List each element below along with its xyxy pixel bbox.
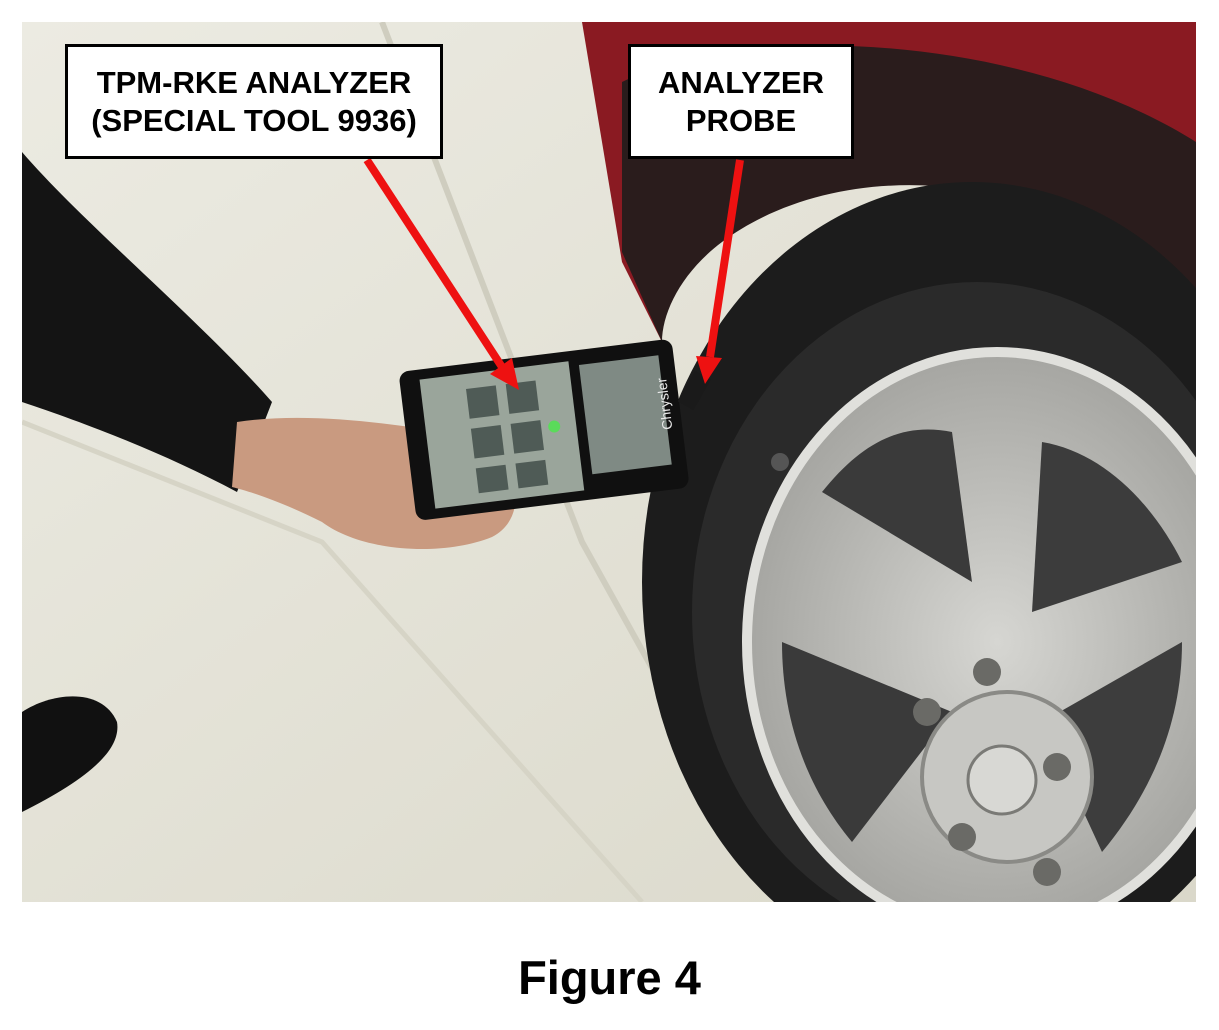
callout-analyzer-label: TPM-RKE ANALYZER (SPECIAL TOOL 9936): [65, 44, 443, 159]
lug-nut: [948, 823, 976, 851]
lug-nut: [1033, 858, 1061, 886]
valve-stem: [771, 453, 789, 471]
callout-probe-line2: PROBE: [685, 102, 797, 138]
device-brand-text: Chrysler: [653, 377, 675, 431]
figure-caption: Figure 4: [518, 951, 701, 1004]
lug-nut: [1043, 753, 1071, 781]
callout-analyzer-line2: (SPECIAL TOOL 9936): [91, 102, 417, 138]
floor-seam: [22, 419, 644, 902]
wheel-pocket: [1032, 442, 1182, 612]
callout-probe-line1: ANALYZER: [658, 64, 824, 100]
arm-sleeve: [22, 152, 272, 492]
arrow-analyzer: [363, 157, 519, 390]
wheel-pocket: [822, 429, 972, 582]
wheel-pocket: [782, 642, 952, 842]
callout-probe-label: ANALYZER PROBE: [628, 44, 854, 159]
analyzer-device: Chrysler: [399, 339, 689, 520]
lug-nut: [973, 658, 1001, 686]
analyzer-probe: [677, 370, 711, 411]
center-cap: [966, 744, 1038, 816]
wheel-pocket: [1042, 642, 1182, 852]
shoe: [22, 696, 118, 812]
callout-analyzer-line1: TPM-RKE ANALYZER: [96, 64, 412, 100]
wheel-rim-lip: [742, 347, 1196, 902]
lug-nut: [913, 698, 941, 726]
arrow-probe: [696, 159, 744, 384]
